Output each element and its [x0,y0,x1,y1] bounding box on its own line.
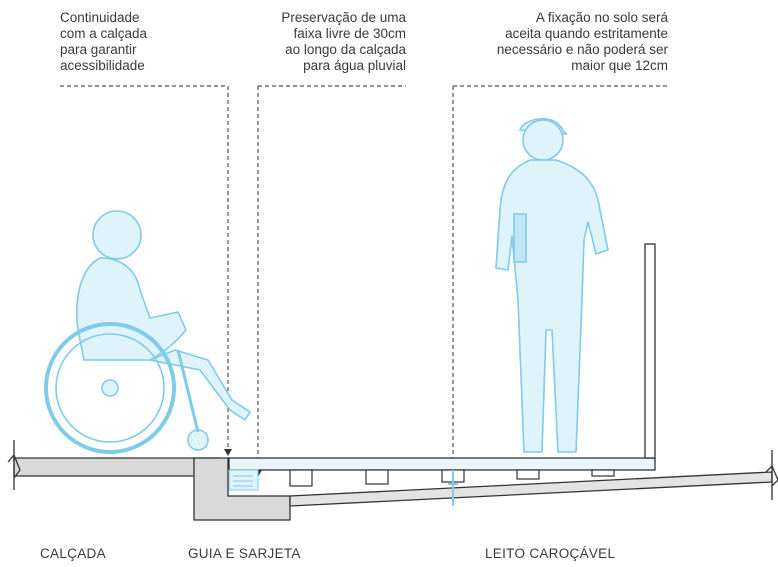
leader-rainwater [257,85,406,472]
break-mark-right [765,450,778,500]
support-block [365,469,389,485]
note-rainwater-strip: Preservação de uma faixa livre de 30cm a… [281,10,406,73]
leader-fixation [452,85,668,472]
standing-person-figure [495,118,609,453]
roadway-surface [289,450,778,507]
leader-continuity [60,85,229,452]
break-mark-left [7,440,21,490]
note-ground-fixation: A fixação no solo será aceita quando est… [496,10,668,73]
ground-anchor [448,470,458,506]
wheelchair-user-figure [44,210,252,454]
leader-lines [60,85,668,472]
rear-panel [644,243,656,459]
section-label-roadway: LEITO CAROÇÁVEL [485,546,616,561]
note-sidewalk-continuity: Continuidade com a calçada para garantir… [60,10,148,73]
section-label-sidewalk: CALÇADA [40,546,106,561]
parklet-deck [228,243,656,506]
support-block [289,469,313,487]
rainwater-gap [228,469,259,491]
sidewalk-slab [7,440,221,490]
support-block [516,469,540,480]
support-block [591,469,615,477]
section-label-curb: GUIA E SARJETA [188,546,301,561]
